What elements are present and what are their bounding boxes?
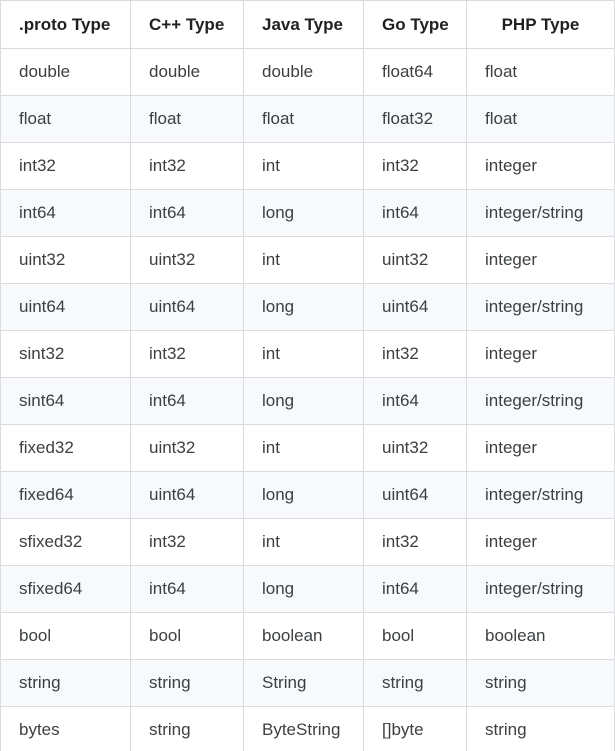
cell-java-type: int	[243, 236, 364, 284]
cell-go-type: int32	[363, 330, 467, 378]
cell-php-type: integer	[466, 236, 615, 284]
cell-proto-type: sfixed32	[0, 518, 131, 566]
cell-proto-type: fixed64	[0, 471, 131, 519]
cell-proto-type: sfixed64	[0, 565, 131, 613]
cell-java-type: long	[243, 283, 364, 331]
cell-go-type: uint32	[363, 236, 467, 284]
cell-cpp-type: string	[130, 706, 244, 751]
header-cpp-type: C++ Type	[130, 0, 244, 49]
cell-cpp-type: uint32	[130, 424, 244, 472]
header-php-type: PHP Type	[466, 0, 615, 49]
cell-go-type: int32	[363, 142, 467, 190]
cell-cpp-type: int32	[130, 330, 244, 378]
cell-go-type: string	[363, 659, 467, 707]
cell-proto-type: fixed32	[0, 424, 131, 472]
cell-cpp-type: int32	[130, 518, 244, 566]
cell-php-type: boolean	[466, 612, 615, 660]
cell-cpp-type: float	[130, 95, 244, 143]
cell-proto-type: int32	[0, 142, 131, 190]
cell-go-type: int64	[363, 189, 467, 237]
cell-php-type: float	[466, 48, 615, 96]
cell-java-type: int	[243, 330, 364, 378]
cell-go-type: uint32	[363, 424, 467, 472]
cell-cpp-type: int64	[130, 565, 244, 613]
header-java-type: Java Type	[243, 0, 364, 49]
cell-php-type: integer/string	[466, 471, 615, 519]
cell-cpp-type: int64	[130, 377, 244, 425]
cell-java-type: double	[243, 48, 364, 96]
cell-proto-type: uint64	[0, 283, 131, 331]
cell-cpp-type: uint64	[130, 471, 244, 519]
cell-proto-type: bytes	[0, 706, 131, 751]
cell-go-type: []byte	[363, 706, 467, 751]
cell-proto-type: sint64	[0, 377, 131, 425]
cell-proto-type: float	[0, 95, 131, 143]
cell-cpp-type: bool	[130, 612, 244, 660]
cell-php-type: integer	[466, 142, 615, 190]
cell-java-type: int	[243, 424, 364, 472]
cell-proto-type: double	[0, 48, 131, 96]
cell-java-type: boolean	[243, 612, 364, 660]
cell-php-type: string	[466, 706, 615, 751]
cell-php-type: integer	[466, 330, 615, 378]
cell-php-type: integer/string	[466, 189, 615, 237]
cell-java-type: int	[243, 518, 364, 566]
cell-java-type: long	[243, 565, 364, 613]
cell-go-type: bool	[363, 612, 467, 660]
cell-java-type: long	[243, 377, 364, 425]
cell-java-type: long	[243, 189, 364, 237]
cell-php-type: integer/string	[466, 377, 615, 425]
cell-php-type: integer/string	[466, 283, 615, 331]
table-header: .proto Type C++ Type Java Type Go Type P…	[0, 0, 615, 49]
cell-proto-type: sint32	[0, 330, 131, 378]
cell-cpp-type: double	[130, 48, 244, 96]
cell-java-type: String	[243, 659, 364, 707]
cell-go-type: int64	[363, 565, 467, 613]
cell-cpp-type: string	[130, 659, 244, 707]
cell-go-type: int32	[363, 518, 467, 566]
cell-go-type: float64	[363, 48, 467, 96]
cell-cpp-type: uint32	[130, 236, 244, 284]
cell-php-type: float	[466, 95, 615, 143]
cell-proto-type: string	[0, 659, 131, 707]
cell-go-type: uint64	[363, 283, 467, 331]
cell-php-type: string	[466, 659, 615, 707]
cell-go-type: uint64	[363, 471, 467, 519]
cell-cpp-type: int64	[130, 189, 244, 237]
cell-go-type: float32	[363, 95, 467, 143]
cell-java-type: ByteString	[243, 706, 364, 751]
cell-java-type: long	[243, 471, 364, 519]
cell-proto-type: bool	[0, 612, 131, 660]
header-proto-type: .proto Type	[0, 0, 131, 49]
cell-php-type: integer	[466, 518, 615, 566]
cell-java-type: float	[243, 95, 364, 143]
cell-cpp-type: int32	[130, 142, 244, 190]
header-go-type: Go Type	[363, 0, 467, 49]
cell-cpp-type: uint64	[130, 283, 244, 331]
cell-go-type: int64	[363, 377, 467, 425]
cell-java-type: int	[243, 142, 364, 190]
cell-php-type: integer/string	[466, 565, 615, 613]
cell-php-type: integer	[466, 424, 615, 472]
cell-proto-type: int64	[0, 189, 131, 237]
cell-proto-type: uint32	[0, 236, 131, 284]
header-row: .proto Type C++ Type Java Type Go Type P…	[0, 0, 615, 49]
